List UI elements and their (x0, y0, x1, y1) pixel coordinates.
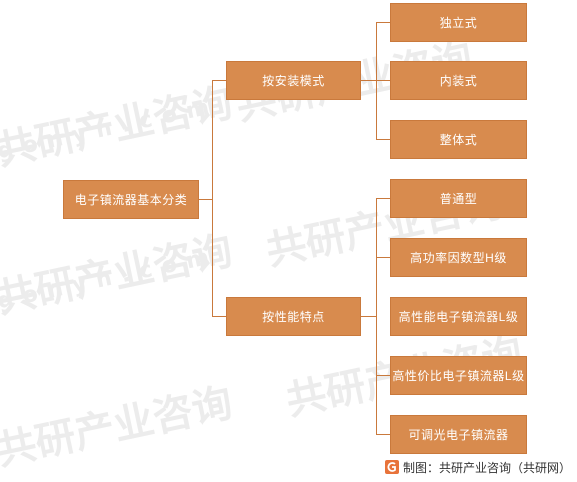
watermark-url: gonyn.com (0, 243, 222, 315)
leaf-node-built-in: 内装式 (390, 61, 527, 100)
connector-line (212, 316, 226, 317)
watermark-text: 共研产业咨询 (0, 79, 237, 175)
connector-line (376, 257, 390, 258)
leaf-node-ordinary: 普通型 (390, 179, 527, 218)
connector-line (376, 375, 390, 376)
leaf-node-high-performance: 高性能电子镇流器L级 (390, 297, 527, 336)
connector-line (376, 139, 390, 140)
connector-line (361, 80, 376, 81)
leaf-node-standalone: 独立式 (390, 3, 527, 42)
connector-line (376, 22, 390, 23)
brand-logo-icon (384, 460, 399, 474)
connector-line (212, 80, 226, 81)
watermark-url: gonyn.com (0, 93, 222, 165)
connector-line (376, 198, 390, 199)
connector-line (199, 199, 213, 200)
connector-line (376, 198, 377, 435)
connector-line (361, 316, 376, 317)
category-node-install-mode: 按安装模式 (226, 61, 361, 100)
leaf-node-integral: 整体式 (390, 120, 527, 159)
connector-line (376, 80, 390, 81)
watermark-text: 共研产业咨询 (0, 379, 237, 475)
source-footer: 制图：共研产业咨询（共研网） (384, 458, 571, 476)
root-node: 电子镇流器基本分类 (63, 180, 199, 219)
category-node-performance: 按性能特点 (226, 297, 361, 336)
leaf-node-cost-effective: 高性价比电子镇流器L级 (390, 356, 527, 395)
source-text: 制图：共研产业咨询（共研网） (402, 460, 571, 475)
connector-line (376, 434, 390, 435)
leaf-node-high-power-factor: 高功率因数型H级 (390, 238, 527, 277)
connector-line (212, 80, 213, 317)
leaf-node-dimmable: 可调光电子镇流器 (390, 415, 527, 454)
watermark-text: 共研产业咨询 (0, 227, 237, 323)
